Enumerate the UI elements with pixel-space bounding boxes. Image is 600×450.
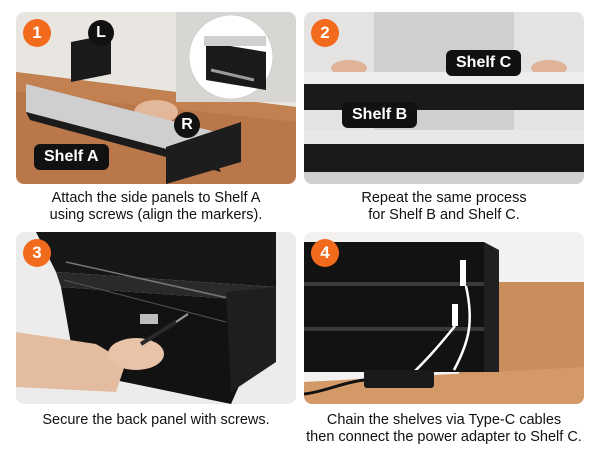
step-4-caption-line-2: then connect the power adapter to Shelf … bbox=[306, 429, 582, 445]
step-2-caption: Repeat the same process for Shelf B and … bbox=[304, 190, 584, 224]
step-1-caption-line-2: using screws (align the markers). bbox=[49, 207, 263, 223]
step-1-badge: 1 bbox=[23, 19, 51, 47]
step-4-caption-line-1: Chain the shelves via Type-C cables bbox=[326, 412, 562, 428]
tag-shelf-b: Shelf B bbox=[342, 102, 418, 128]
step-1-illustration bbox=[16, 12, 296, 184]
step-2-badge: 2 bbox=[311, 19, 339, 47]
tag-right-marker: R bbox=[174, 112, 200, 138]
step-3-illustration bbox=[16, 232, 296, 404]
tag-shelf-a: Shelf A bbox=[34, 144, 109, 170]
step-4-image: 4 bbox=[304, 232, 584, 404]
step-4-caption: Chain the shelves via Type-C cables then… bbox=[298, 412, 590, 446]
step-1-image: 1 Shelf A L R bbox=[16, 12, 296, 184]
step-4-illustration bbox=[304, 232, 584, 404]
tag-left-marker: L bbox=[88, 20, 114, 46]
step-3-image: 3 bbox=[16, 232, 296, 404]
step-3-caption: Secure the back panel with screws. bbox=[16, 412, 296, 429]
step-3-badge: 3 bbox=[23, 239, 51, 267]
step-2-image: 2 Shelf C Shelf B bbox=[304, 12, 584, 184]
step-1-caption-line-1: Attach the side panels to Shelf A bbox=[51, 190, 261, 206]
tag-shelf-c: Shelf C bbox=[446, 50, 522, 76]
step-3-caption-line-1: Secure the back panel with screws. bbox=[42, 412, 270, 428]
step-2-caption-line-1: Repeat the same process bbox=[361, 190, 527, 206]
step-2-caption-line-2: for Shelf B and Shelf C. bbox=[368, 207, 520, 223]
step-4-badge: 4 bbox=[311, 239, 339, 267]
step-1-caption: Attach the side panels to Shelf A using … bbox=[16, 190, 296, 224]
step-2-illustration bbox=[304, 12, 584, 184]
